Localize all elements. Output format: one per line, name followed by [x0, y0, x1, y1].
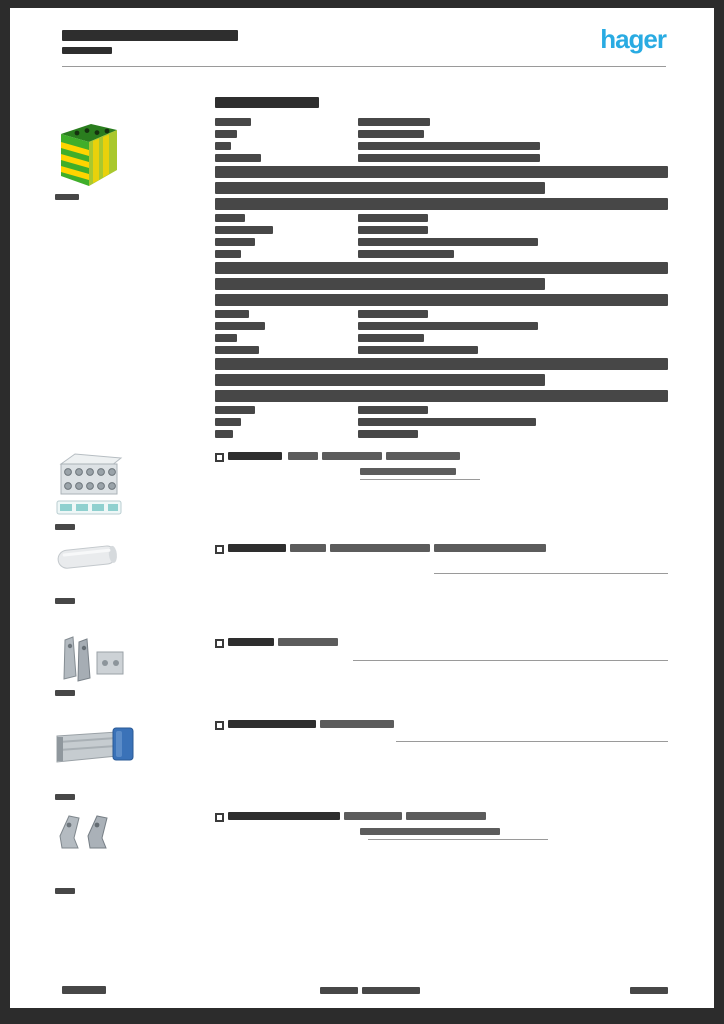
accessory-clamps-text-1: [228, 812, 340, 820]
accessory-clamps-text-4: [360, 828, 500, 835]
accessory-insulation-tube-caption: [55, 598, 75, 604]
accessory-terminal-strip-rule: [360, 479, 480, 480]
spec-label-11: [215, 250, 241, 258]
spec-band-19: [215, 358, 668, 370]
accessory-clamps-caption: [55, 888, 75, 894]
header-title-line-2: [62, 47, 112, 54]
spec-value-10: [358, 238, 538, 246]
spec-value-1: [358, 118, 430, 126]
accessory-terminal-strip-text-4: [386, 452, 460, 460]
accessory-terminal-strip-text-2: [288, 452, 318, 460]
spec-value-23: [358, 418, 536, 426]
spec-value-4: [358, 154, 540, 162]
spec-band-20: [215, 374, 545, 386]
accessory-insulation-tube-text-1: [228, 544, 286, 552]
spec-label-23: [215, 418, 241, 426]
accessory-terminal-strip-text-3: [322, 452, 382, 460]
spec-value-24: [358, 430, 418, 438]
spec-value-17: [358, 334, 424, 342]
footer-text-3: [362, 987, 420, 994]
spec-band-14: [215, 294, 668, 306]
spec-band-12: [215, 262, 668, 274]
spec-label-24: [215, 430, 233, 438]
spec-label-3: [215, 142, 231, 150]
footer-text-2: [320, 987, 358, 994]
spec-band-7: [215, 198, 668, 210]
accessory-brackets-caption: [55, 690, 75, 696]
header-rule: [62, 66, 666, 67]
spec-band-6: [215, 182, 545, 194]
spec-label-9: [215, 226, 273, 234]
spec-value-11: [358, 250, 454, 258]
accessory-clamps-ref-icon: [215, 813, 224, 822]
accessory-insulation-tube-ref-icon: [215, 545, 224, 554]
accessory-insulation-tube-text-4: [434, 544, 546, 552]
spec-band-21: [215, 390, 668, 402]
spec-label-17: [215, 334, 237, 342]
accessory-photo-insulation-tube-icon: [57, 545, 117, 569]
spec-value-8: [358, 214, 428, 222]
accessory-brackets-ref-icon: [215, 639, 224, 648]
spec-value-9: [358, 226, 428, 234]
spec-label-2: [215, 130, 237, 138]
accessory-rail-ref-icon: [215, 721, 224, 730]
spec-value-16: [358, 322, 538, 330]
accessory-rail-rule: [396, 741, 668, 742]
footer-text-1: [62, 986, 106, 994]
spec-value-15: [358, 310, 428, 318]
accessory-rail-caption: [55, 794, 75, 800]
spec-value-18: [358, 346, 478, 354]
spec-band-13: [215, 278, 545, 290]
accessory-insulation-tube-text-3: [330, 544, 430, 552]
accessory-rail-text-1: [228, 720, 316, 728]
spec-band-5: [215, 166, 668, 178]
accessory-photo-terminal-strip-icon: [56, 453, 123, 515]
accessory-clamps-rule: [368, 839, 548, 840]
accessory-brackets-text-1: [228, 638, 274, 646]
accessory-terminal-strip-ref-icon: [215, 453, 224, 462]
spec-label-16: [215, 322, 265, 330]
accessory-terminal-strip-caption: [55, 524, 75, 530]
spec-label-18: [215, 346, 259, 354]
product-photo-earth-terminal-icon: [61, 124, 117, 186]
accessory-photo-brackets-icon: [63, 636, 124, 682]
header-title-line-1: [62, 30, 238, 41]
spec-label-10: [215, 238, 255, 246]
accessory-brackets-rule: [353, 660, 668, 661]
accessory-insulation-tube-rule: [434, 573, 668, 574]
accessory-photo-rail-icon: [56, 727, 134, 763]
spec-value-3: [358, 142, 540, 150]
accessory-insulation-tube-text-2: [290, 544, 326, 552]
spec-label-22: [215, 406, 255, 414]
accessory-terminal-strip-text-1: [228, 452, 282, 460]
spec-label-8: [215, 214, 245, 222]
accessory-clamps-text-2: [344, 812, 402, 820]
footer-text-4: [630, 987, 668, 994]
spec-label-4: [215, 154, 261, 162]
accessory-photo-clamps-icon: [59, 815, 108, 849]
accessory-clamps-text-3: [406, 812, 486, 820]
spec-section-heading: [215, 97, 319, 108]
hager-logo: hager: [600, 24, 667, 54]
spec-value-2: [358, 130, 424, 138]
accessory-terminal-strip-text-5: [360, 468, 456, 475]
accessory-brackets-text-2: [278, 638, 338, 646]
accessory-rail-text-2: [320, 720, 394, 728]
spec-value-22: [358, 406, 428, 414]
product-caption: [55, 194, 79, 200]
spec-label-15: [215, 310, 249, 318]
document-page: hager: [10, 8, 714, 1008]
spec-label-1: [215, 118, 251, 126]
